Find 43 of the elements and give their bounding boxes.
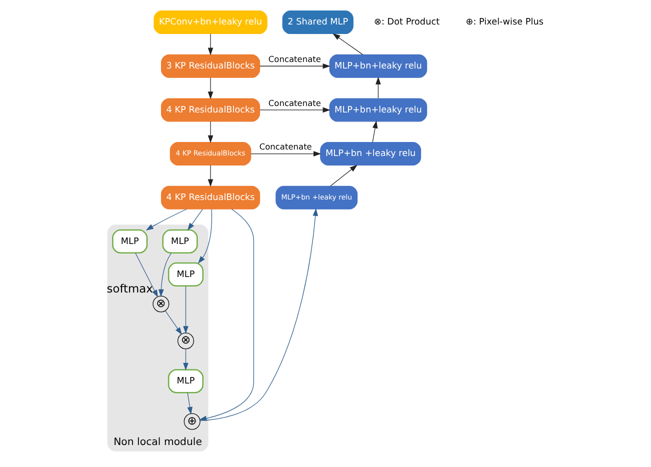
- label: ⊕: Pixel-wise Plus: [466, 18, 544, 28]
- node-box: 4 KP ResidualBlocks: [160, 98, 260, 122]
- arrow: [208, 77, 214, 100]
- node-circle: ⊕: [184, 413, 200, 430]
- node-label: softmax: [106, 282, 153, 296]
- arrow: [146, 208, 187, 230]
- arrow: [187, 392, 192, 415]
- arrow: [260, 63, 330, 69]
- node-box: MLP+bn+leaky relu: [329, 98, 428, 122]
- arrow: [164, 310, 182, 335]
- node-box: MLP: [168, 262, 204, 287]
- label: ⊗: Dot Product: [374, 18, 440, 28]
- node-box: 4 KP ResidualBlocks: [160, 186, 260, 210]
- node-box: MLP+bn +leaky relu: [320, 142, 422, 166]
- node-box: 3 KP ResidualBlocks: [160, 54, 260, 78]
- arrow: [187, 208, 203, 231]
- arrow: [208, 121, 214, 144]
- arrow: [250, 151, 322, 156]
- arrow: [200, 208, 318, 422]
- arrow: [372, 120, 378, 142]
- edge-label: Concatenate: [268, 54, 321, 64]
- node-box: KPConv+bn+leaky relu: [154, 10, 268, 34]
- node-box: MLP: [168, 369, 204, 394]
- arrow: [183, 348, 188, 370]
- arrow: [198, 208, 254, 421]
- arrow: [183, 286, 188, 334]
- arrow: [208, 34, 214, 56]
- arrow: [198, 208, 212, 264]
- arrow: [260, 107, 330, 113]
- edge-label: Concatenate: [259, 142, 312, 152]
- arrow: [135, 252, 158, 298]
- node-circle: ⊗: [152, 296, 170, 312]
- arrow: [376, 76, 381, 99]
- arrow: [158, 252, 172, 297]
- node-circle: ⊗: [178, 332, 194, 350]
- arrow: [332, 33, 364, 55]
- node-box: 2 Shared MLP: [282, 10, 354, 34]
- node-box: MLP: [162, 229, 198, 254]
- edge-label: Concatenate: [268, 98, 321, 108]
- arrow: [208, 165, 214, 187]
- arrow: [330, 164, 358, 186]
- node-box: MLP: [112, 229, 148, 254]
- node-box: MLP+bn+leaky relu: [329, 54, 428, 78]
